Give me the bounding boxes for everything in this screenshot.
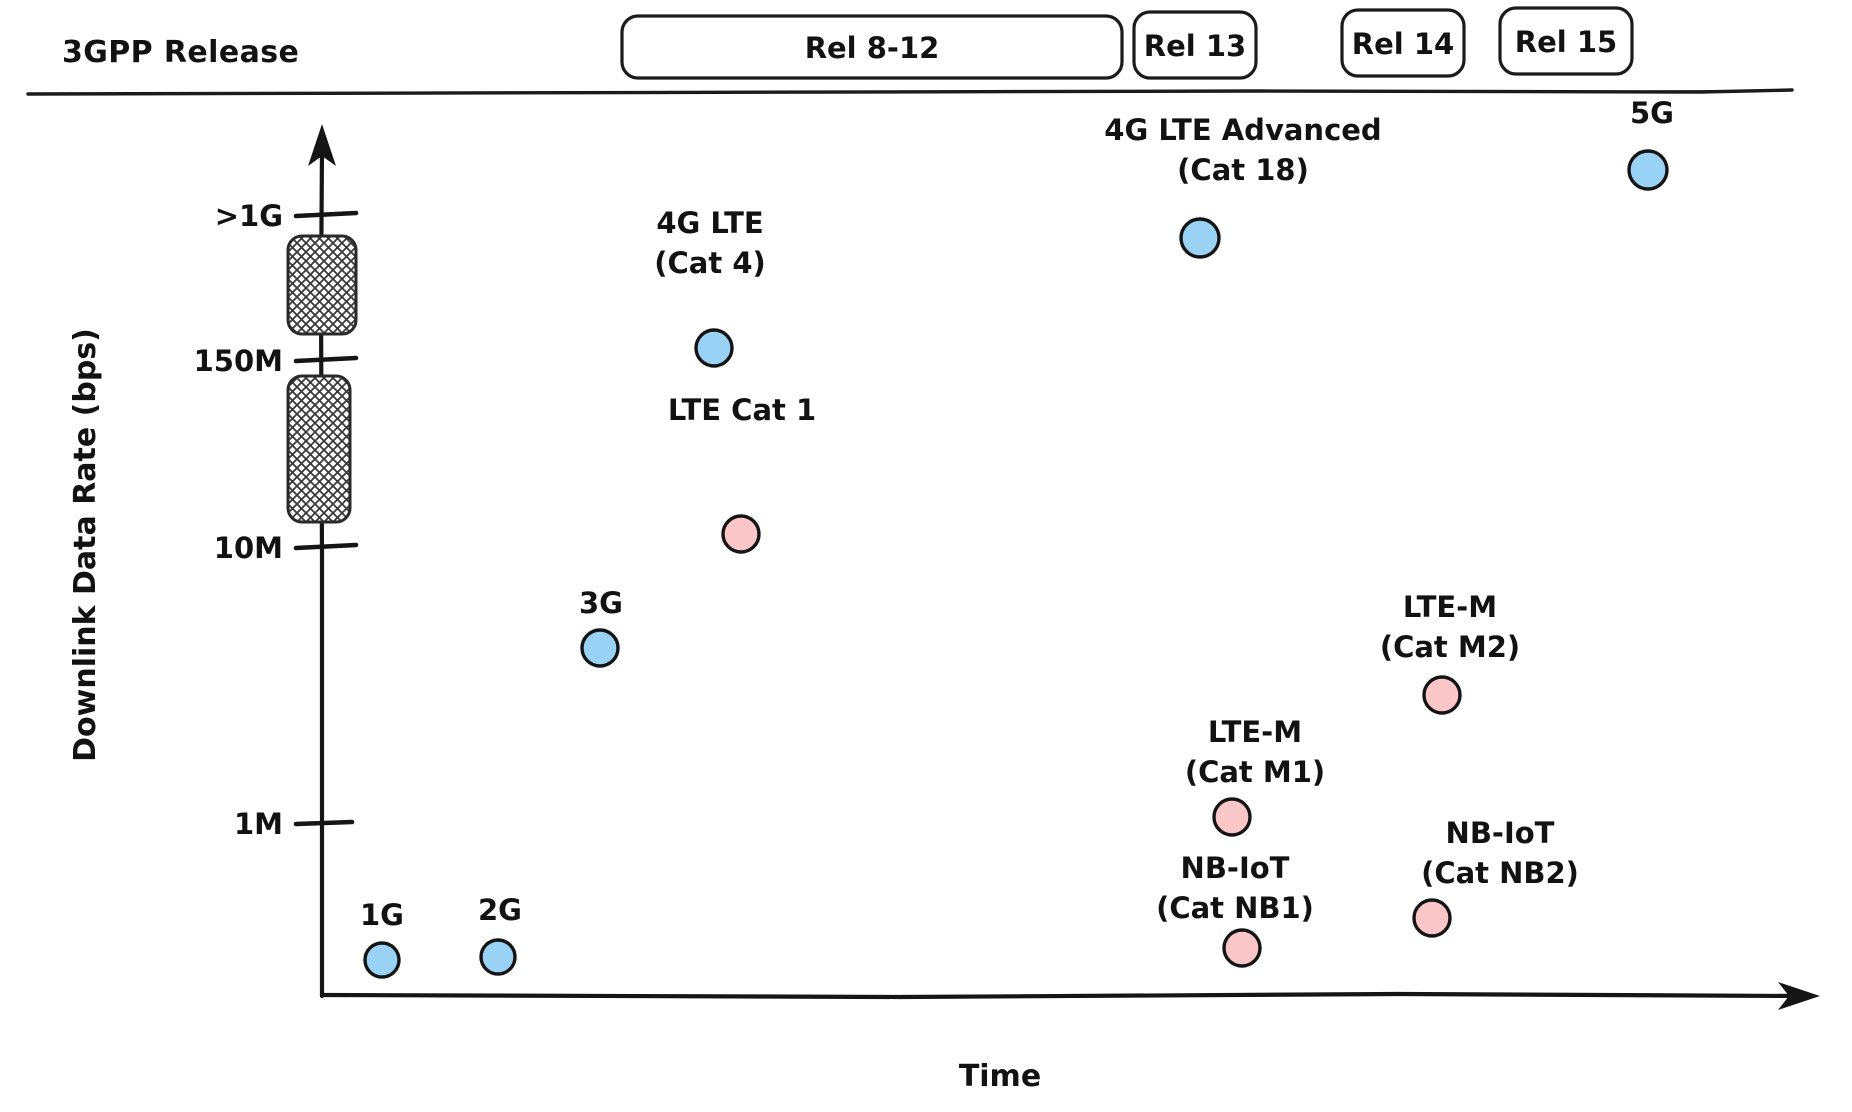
label-lte-m-m1-line2: (Cat M1) (1185, 755, 1325, 789)
release-box-2[interactable] (1340, 8, 1466, 78)
x-axis-line (319, 991, 1799, 1000)
ytick-label-0: >1G (215, 199, 283, 233)
axis-break-lower (286, 374, 352, 524)
label-nb-iot-nb2-line1: NB-IoT (1446, 816, 1555, 850)
tick-1g (293, 210, 359, 219)
data-point-4g-lte-cat4[interactable] (694, 328, 734, 368)
label-nb-iot-nb1-line2: (Cat NB1) (1156, 891, 1314, 925)
tick-10m (293, 542, 359, 551)
tick-150m (293, 355, 359, 364)
point-annotations: 1G 2G 3G 4G LTE (Cat 4) LTE Cat 1 4G LTE… (360, 96, 1674, 932)
release-box-0[interactable] (620, 14, 1124, 80)
release-box-1[interactable] (1132, 10, 1258, 80)
release-box-3[interactable] (1498, 6, 1634, 76)
label-nb-iot-nb2-line2: (Cat NB2) (1421, 856, 1579, 890)
label-lte-m-m2-line2: (Cat M2) (1380, 630, 1520, 664)
y-axis-title: Downlink Data Rate (bps) (68, 328, 103, 762)
data-point-5g[interactable] (1627, 149, 1669, 191)
label-lte-cat1: LTE Cat 1 (668, 393, 816, 427)
data-point-lte-m-cat-m2[interactable] (1422, 675, 1462, 715)
y-axis-ticks (293, 210, 359, 827)
data-point-nb-iot-cat-nb2[interactable] (1412, 898, 1452, 938)
data-point-1g[interactable] (363, 941, 401, 979)
data-point-2g[interactable] (479, 938, 517, 976)
label-1g: 1G (360, 898, 404, 932)
label-3g: 3G (579, 586, 623, 620)
label-4g-lte-advanced-line2: (Cat 18) (1177, 153, 1309, 187)
release-track (620, 6, 1634, 80)
ytick-label-3: 1M (234, 807, 283, 841)
tick-1m (293, 819, 355, 827)
axis-break-upper (286, 234, 358, 336)
x-axis-title: Time (959, 1059, 1041, 1094)
label-2g: 2G (478, 893, 522, 927)
label-4g-lte-line1: 4G LTE (656, 206, 763, 240)
y-axis-arrowhead (308, 124, 336, 166)
label-lte-m-m1-line1: LTE-M (1208, 715, 1302, 749)
release-label-1: Rel 13 (1144, 29, 1246, 63)
label-4g-lte-line2: (Cat 4) (654, 246, 766, 280)
ytick-label-1: 150M (194, 344, 283, 378)
x-axis-arrowhead (1778, 982, 1820, 1010)
header-separator (26, 88, 1794, 96)
page-title: 3GPP Release (62, 35, 299, 70)
data-point-nb-iot-cat-nb1[interactable] (1222, 928, 1262, 968)
data-point-lte-cat1[interactable] (721, 514, 761, 554)
data-points (363, 149, 1669, 979)
label-4g-lte-advanced-line1: 4G LTE Advanced (1104, 113, 1381, 147)
release-label-0: Rel 8-12 (805, 31, 940, 65)
label-lte-m-m2-line1: LTE-M (1403, 590, 1497, 624)
data-point-4g-lte-advanced-cat18[interactable] (1179, 217, 1221, 259)
release-label-3: Rel 15 (1515, 25, 1617, 59)
ytick-label-2: 10M (214, 531, 283, 565)
label-nb-iot-nb1-line1: NB-IoT (1181, 851, 1290, 885)
data-point-lte-m-cat-m1[interactable] (1212, 797, 1252, 837)
label-5g: 5G (1630, 96, 1674, 130)
release-label-2: Rel 14 (1352, 27, 1454, 61)
data-point-3g[interactable] (580, 628, 620, 668)
